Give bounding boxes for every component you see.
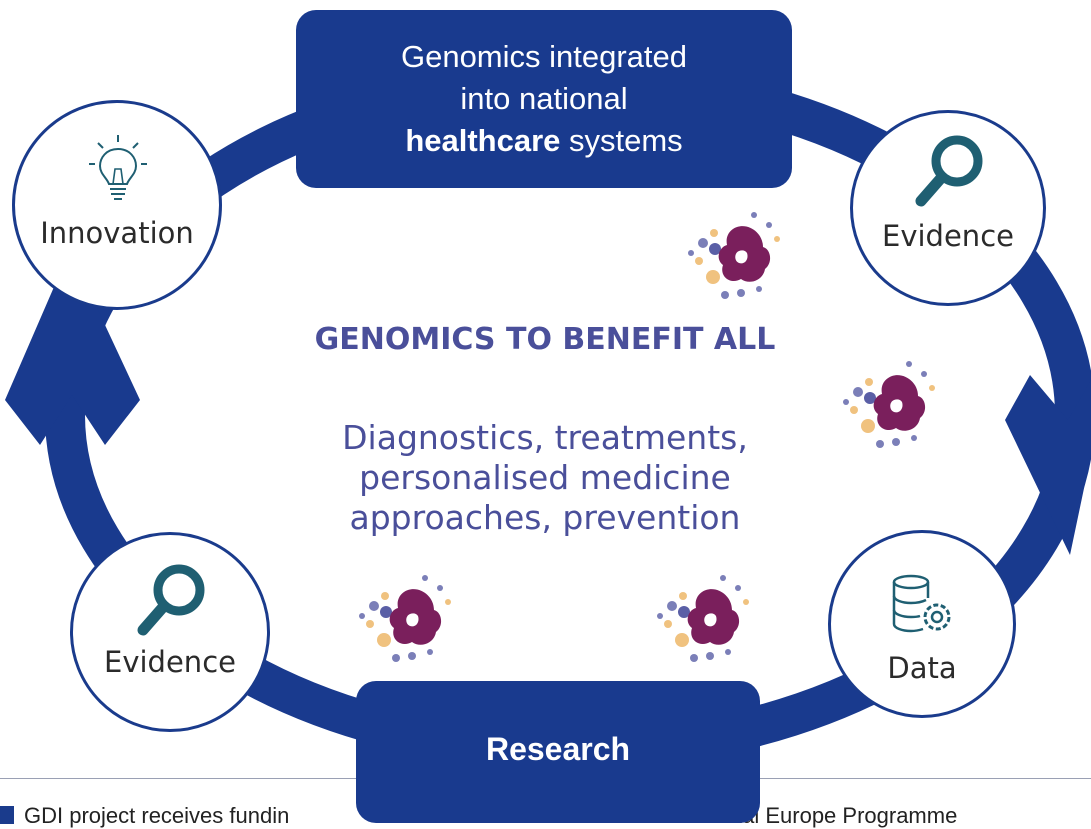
lightbulb-icon (89, 135, 147, 200)
gdi-logo (359, 575, 451, 662)
gdi-logo-mark (843, 361, 935, 448)
arrow-down-right (1005, 375, 1091, 555)
top-goal-line1: Genomics integrated (400, 39, 688, 74)
top-goal-rest: systems (560, 123, 683, 158)
gdi-logo (657, 575, 749, 662)
gdi-logo (843, 361, 935, 448)
top-goal-box: Genomics integrated into national health… (296, 10, 792, 188)
top-goal-bold: healthcare (405, 123, 561, 158)
eu-flag-icon (0, 806, 14, 824)
node-evidence-right-label: Evidence (882, 219, 1014, 253)
node-evidence-right: Evidence (850, 110, 1046, 306)
node-data: Data (828, 530, 1016, 718)
top-goal-line3: healthcare systems (296, 120, 792, 162)
research-box: Research (356, 681, 760, 823)
top-goal-line2: into national (460, 81, 628, 116)
node-data-label: Data (887, 651, 957, 685)
research-label: Research (485, 731, 631, 767)
node-innovation: Innovation (12, 100, 222, 310)
gdi-logo (688, 212, 780, 299)
magnifier-icon (915, 135, 983, 207)
gdi-logo-mark (688, 212, 780, 299)
node-evidence-left-label: Evidence (104, 645, 236, 679)
gdi-logo-mark (359, 575, 451, 662)
center-description: Diagnostics, treatments, personalised me… (342, 418, 748, 537)
node-evidence-left: Evidence (70, 532, 270, 732)
database-gear-icon (892, 574, 951, 633)
footer-funding-text: GDI project receives fundin (24, 803, 290, 828)
magnifier-icon (137, 564, 205, 636)
center-title: GENOMICS TO BENEFIT ALL (314, 322, 776, 357)
gdi-logo-mark (657, 575, 749, 662)
node-innovation-label: Innovation (40, 216, 194, 250)
footer-programme-text: tal Europe Programme (736, 803, 958, 828)
arrow-up-left (5, 250, 140, 445)
